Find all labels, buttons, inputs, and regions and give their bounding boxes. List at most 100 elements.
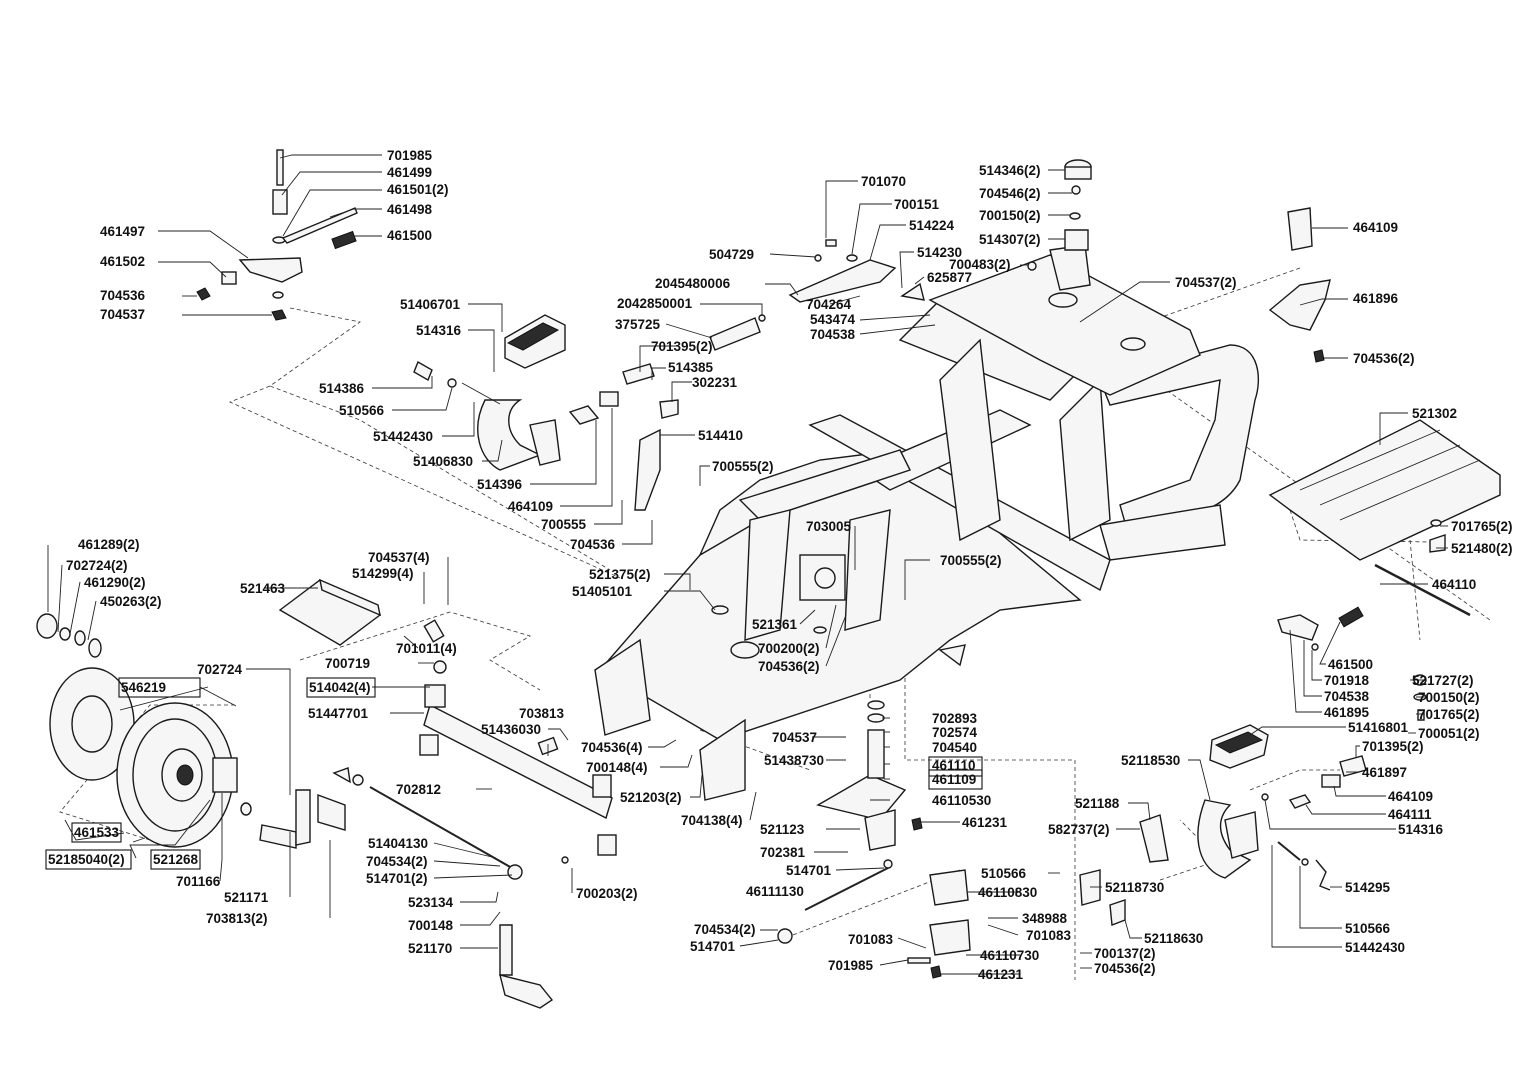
label-461533: 461533 bbox=[74, 825, 120, 840]
label-510566-c: 510566 bbox=[1345, 921, 1391, 936]
label-704537-4: 704537(4) bbox=[368, 550, 430, 565]
label-701070: 701070 bbox=[861, 174, 906, 189]
right-top-brackets bbox=[1268, 207, 1331, 363]
right-mid-brackets bbox=[1277, 519, 1471, 721]
label-704534-b: 704534(2) bbox=[694, 922, 756, 937]
label-700150-b: 700150(2) bbox=[1418, 690, 1480, 705]
label-704538: 704538 bbox=[810, 327, 856, 342]
label-703813-2: 703813(2) bbox=[206, 911, 268, 926]
label-461290: 461290(2) bbox=[84, 575, 146, 590]
label-704536-4: 704536(4) bbox=[581, 740, 643, 755]
label-514346: 514346(2) bbox=[979, 163, 1041, 178]
label-514396: 514396 bbox=[477, 477, 523, 492]
label-701166: 701166 bbox=[176, 874, 221, 889]
label-461502: 461502 bbox=[100, 254, 145, 269]
label-523134: 523134 bbox=[408, 895, 454, 910]
label-461497: 461497 bbox=[100, 224, 145, 239]
label-46110730: 46110730 bbox=[980, 948, 1039, 963]
label-701083-b: 701083 bbox=[1026, 928, 1072, 943]
label-521268: 521268 bbox=[153, 852, 199, 867]
label-702381: 702381 bbox=[760, 845, 806, 860]
part-labels: 701985 461499 461501(2) 461498 461500 46… bbox=[48, 148, 1513, 982]
label-514307: 514307(2) bbox=[979, 232, 1041, 247]
label-461231-b: 461231 bbox=[978, 967, 1024, 982]
label-51436030: 51436030 bbox=[481, 722, 541, 737]
label-514385: 514385 bbox=[668, 360, 714, 375]
label-46111130: 46111130 bbox=[746, 884, 804, 899]
label-702574: 702574 bbox=[932, 725, 978, 740]
label-461499: 461499 bbox=[387, 165, 432, 180]
label-461289: 461289(2) bbox=[78, 537, 140, 552]
label-700148: 700148 bbox=[408, 918, 454, 933]
steering-sector bbox=[777, 700, 971, 979]
label-51404130: 51404130 bbox=[368, 836, 428, 851]
label-514701-2: 514701(2) bbox=[366, 871, 428, 886]
label-52185040: 52185040(2) bbox=[48, 852, 125, 867]
tie-rod-assembly bbox=[332, 767, 569, 1009]
label-521170: 521170 bbox=[408, 941, 452, 956]
label-51405101: 51405101 bbox=[572, 584, 633, 599]
label-461896: 461896 bbox=[1353, 291, 1399, 306]
label-51442430-b: 51442430 bbox=[1345, 940, 1405, 955]
label-704546: 704546(2) bbox=[979, 186, 1041, 201]
label-702724-2: 702724(2) bbox=[66, 558, 128, 573]
label-348988: 348988 bbox=[1022, 911, 1068, 926]
label-701765: 701765(2) bbox=[1451, 519, 1513, 534]
left-step-plate bbox=[278, 578, 382, 646]
label-514299: 514299(4) bbox=[352, 566, 414, 581]
label-700150: 700150(2) bbox=[979, 208, 1041, 223]
label-702893: 702893 bbox=[932, 711, 978, 726]
label-521727: 521727(2) bbox=[1412, 673, 1474, 688]
label-543474: 543474 bbox=[810, 312, 856, 327]
label-700555: 700555 bbox=[541, 517, 587, 532]
label-521480: 521480(2) bbox=[1451, 541, 1513, 556]
label-514386: 514386 bbox=[319, 381, 365, 396]
front-wheels bbox=[36, 613, 346, 849]
label-704536-c: 704536 bbox=[570, 537, 616, 552]
label-701985: 701985 bbox=[387, 148, 433, 163]
label-461501: 461501(2) bbox=[387, 182, 449, 197]
label-521188: 521188 bbox=[1075, 796, 1120, 811]
label-704537-2: 704537(2) bbox=[1175, 275, 1237, 290]
label-464110: 464110 bbox=[1432, 577, 1476, 592]
label-700719: 700719 bbox=[325, 656, 370, 671]
label-514701: 514701 bbox=[786, 863, 832, 878]
label-51416801: 51416801 bbox=[1348, 720, 1409, 735]
label-625877: 625877 bbox=[927, 270, 972, 285]
top-left-linkage bbox=[196, 149, 358, 321]
label-703005: 703005 bbox=[806, 519, 852, 534]
label-701395-b: 701395(2) bbox=[1362, 739, 1424, 754]
label-700151: 700151 bbox=[894, 197, 940, 212]
label-514230: 514230 bbox=[917, 245, 962, 260]
label-701011: 701011(4) bbox=[396, 641, 457, 656]
label-701985-b: 701985 bbox=[828, 958, 874, 973]
label-702724: 702724 bbox=[197, 662, 243, 677]
label-302231: 302231 bbox=[692, 375, 738, 390]
label-700137: 700137(2) bbox=[1094, 946, 1156, 961]
label-461110: 461110 bbox=[932, 758, 976, 773]
label-461897: 461897 bbox=[1362, 765, 1407, 780]
label-510566: 510566 bbox=[339, 403, 385, 418]
label-701918: 701918 bbox=[1324, 673, 1370, 688]
label-464109-c: 464109 bbox=[1388, 789, 1433, 804]
label-46110830: 46110830 bbox=[978, 885, 1037, 900]
label-704536-f: 704536(2) bbox=[1094, 961, 1156, 976]
label-700483: 700483(2) bbox=[949, 257, 1011, 272]
label-700555-c: 700555(2) bbox=[940, 553, 1002, 568]
front-axle bbox=[419, 619, 617, 856]
label-701395: 701395(2) bbox=[651, 339, 713, 354]
label-464109: 464109 bbox=[1353, 220, 1398, 235]
label-521203: 521203(2) bbox=[620, 790, 682, 805]
label-52118530: 52118530 bbox=[1121, 753, 1180, 768]
label-521463: 521463 bbox=[240, 581, 286, 596]
label-704537: 704537 bbox=[100, 307, 145, 322]
main-chassis-frame bbox=[594, 244, 1260, 801]
label-704534: 704534(2) bbox=[366, 854, 428, 869]
label-700555-2: 700555(2) bbox=[712, 459, 774, 474]
rear-plate bbox=[1268, 419, 1501, 561]
label-701765-b: 701765(2) bbox=[1418, 707, 1480, 722]
label-51438730: 51438730 bbox=[764, 753, 824, 768]
label-2045480006: 2045480006 bbox=[655, 276, 731, 291]
label-51442430: 51442430 bbox=[373, 429, 433, 444]
